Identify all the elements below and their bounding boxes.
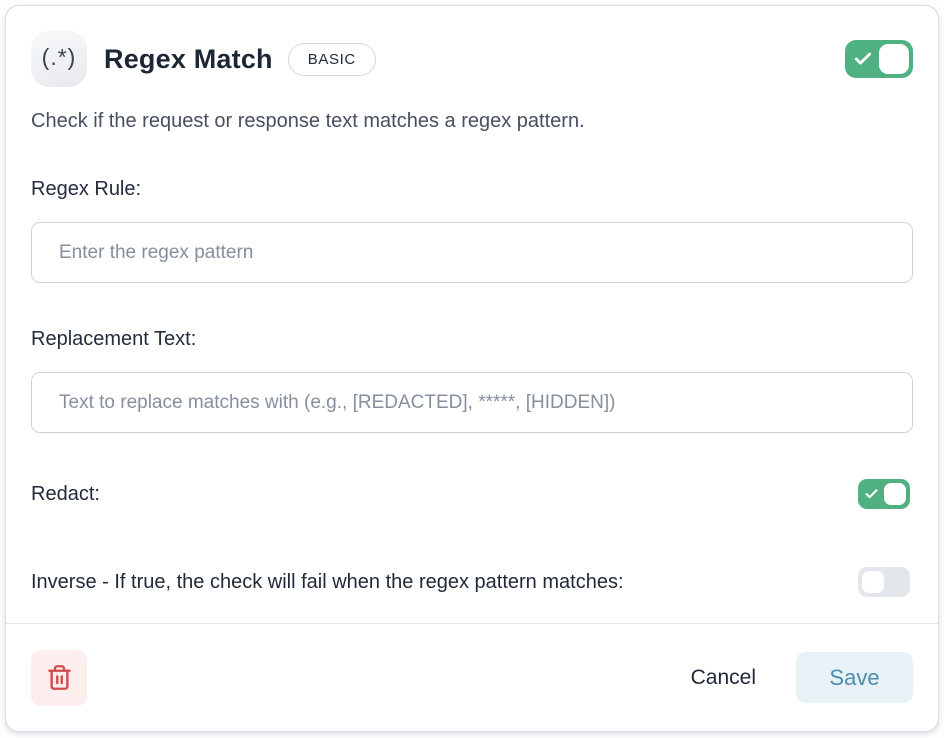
card-header: (.*) Regex Match BASIC: [6, 31, 938, 87]
inverse-toggle[interactable]: [858, 567, 910, 597]
description-text: Check if the request or response text ma…: [31, 110, 585, 132]
redact-row: Redact:: [6, 479, 938, 509]
card-footer: Cancel Save: [6, 623, 938, 731]
regex-icon: (.*): [31, 31, 87, 87]
check-icon: [865, 489, 878, 499]
page-title: Regex Match: [104, 43, 273, 74]
toggle-knob: [862, 571, 884, 593]
toggle-knob: [884, 483, 906, 505]
trash-icon: [47, 665, 71, 690]
cancel-button[interactable]: Cancel: [677, 656, 770, 700]
replacement-text-input[interactable]: [31, 372, 913, 433]
enabled-toggle[interactable]: [845, 40, 913, 78]
save-button[interactable]: Save: [796, 652, 913, 703]
inverse-row: Inverse - If true, the check will fail w…: [6, 567, 938, 597]
replacement-text-label: Replacement Text:: [31, 328, 197, 350]
redact-label: Redact:: [31, 482, 100, 505]
regex-rule-input[interactable]: [31, 222, 913, 283]
check-icon: [854, 52, 872, 65]
regex-icon-glyph: (.*): [41, 44, 77, 70]
regex-match-card: (.*) Regex Match BASIC Check if the requ…: [5, 5, 939, 732]
regex-rule-label: Regex Rule:: [31, 178, 142, 200]
delete-button[interactable]: [31, 649, 87, 706]
tier-badge: BASIC: [287, 42, 376, 76]
toggle-knob: [879, 44, 909, 74]
inverse-label: Inverse - If true, the check will fail w…: [31, 570, 624, 593]
redact-toggle[interactable]: [858, 479, 910, 509]
